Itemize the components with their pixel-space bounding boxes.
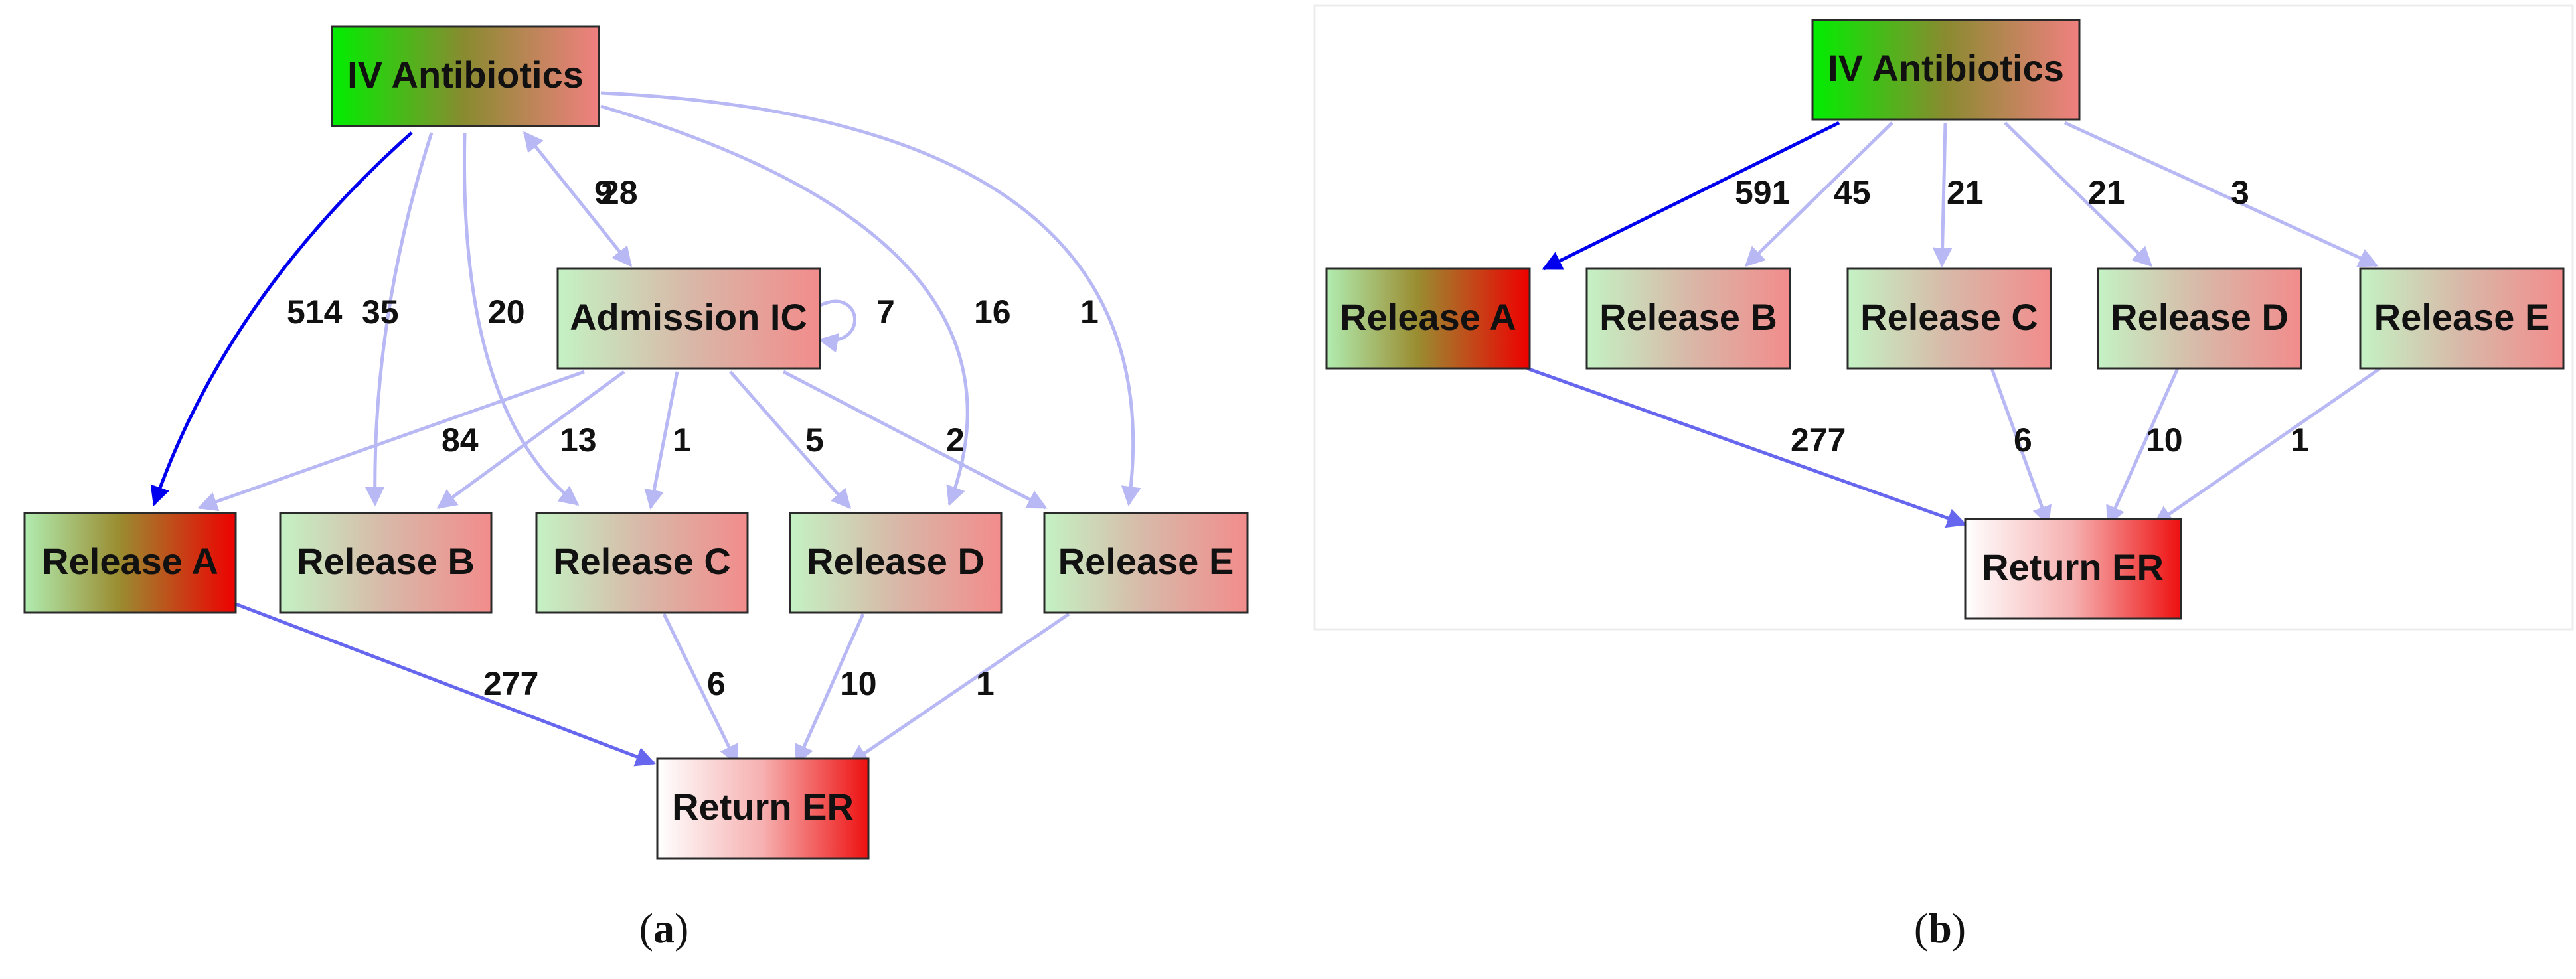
edge-label-iv-rd: 16 [974, 293, 1011, 331]
node-release-c: Release C [535, 512, 749, 614]
node-label: Release D [2111, 296, 2289, 338]
edge-label-adm-iv: 9 [594, 174, 613, 211]
edge-label-iv-ra: 591 [1735, 174, 1790, 211]
edge-label-rc-er: 6 [2014, 421, 2032, 459]
node-iv-antibiotics: IV Antibiotics [1811, 19, 2081, 121]
edge-ra-er [1526, 366, 1967, 528]
edge-label-iv-rd: 21 [2088, 174, 2125, 211]
edge-ra-er [235, 602, 656, 767]
node-label: IV Antibiotics [1828, 47, 2064, 89]
edge-iv-rb [364, 132, 434, 506]
edge-label-adm-rb: 13 [560, 421, 597, 459]
node-release-a: Release A [23, 512, 237, 614]
edge-label-iv-re: 3 [2231, 174, 2249, 211]
node-label: Return ER [1982, 546, 2164, 588]
edge-rd-er [795, 613, 865, 765]
node-label: Release E [2374, 296, 2550, 338]
edge-re-er [2152, 366, 2381, 526]
edge-label-iv-rb: 35 [362, 293, 399, 331]
node-label: Release D [807, 540, 985, 582]
edge-label-iv-re: 1 [1080, 293, 1099, 331]
node-admission-ic: Admission IC [556, 267, 821, 370]
edge-iv-adm [523, 131, 632, 267]
edge-rc-er [1990, 368, 2052, 526]
edge-label-adm-re: 2 [946, 421, 965, 459]
node-iv-antibiotics: IV Antibiotics [331, 25, 600, 127]
edge-adm-rd [729, 370, 851, 510]
edge-label-adm-rc: 1 [673, 421, 691, 459]
edge-iv-rc [463, 132, 580, 506]
node-label: Release A [1340, 296, 1516, 338]
edge-iv-rb [1744, 121, 1893, 267]
edge-iv-rc [1932, 122, 1953, 267]
edge-label-iv-rc: 20 [488, 293, 525, 331]
node-release-a: Release A [1325, 267, 1531, 370]
edge-iv-ra [1542, 121, 1840, 271]
edge-label-rd-er: 10 [840, 665, 877, 702]
node-label: Release E [1058, 540, 1234, 582]
edge-label-adm-self: 7 [876, 293, 895, 331]
node-release-b: Release B [279, 512, 493, 614]
node-label: Release C [1860, 296, 2038, 338]
edge-iv-ra [150, 131, 413, 506]
edge-label-re-er: 1 [976, 665, 995, 702]
edge-adm-re [782, 370, 1048, 510]
node-label: Return ER [672, 786, 854, 828]
node-release-c: Release C [1846, 267, 2052, 370]
edge-adm-ra [197, 370, 585, 512]
node-release-d: Release D [789, 512, 1003, 614]
edge-label-re-er: 1 [2291, 421, 2309, 459]
panel-b: 591 45 21 21 3 277 6 10 1 IV Antibiotics… [1313, 4, 2574, 952]
panel-a: 514 35 20 28 9 7 16 1 84 13 1 5 2 277 6 … [23, 25, 1249, 952]
panel-caption-b: (b) [1914, 905, 1966, 952]
edge-adm-rb [436, 370, 625, 510]
node-label: Release C [553, 540, 731, 582]
edge-label-iv-adm: 28 [601, 174, 638, 211]
node-label: Release B [297, 540, 475, 582]
edge-iv-rd [2004, 121, 2153, 267]
edge-label-adm-rd: 5 [805, 421, 824, 459]
node-label: Admission IC [570, 296, 807, 338]
edge-label-iv-rc: 21 [1947, 174, 1984, 211]
edge-label-iv-rb: 45 [1834, 174, 1871, 211]
node-release-d: Release D [2097, 267, 2302, 370]
node-release-b: Release B [1585, 267, 1791, 370]
edge-iv-rd [600, 104, 969, 506]
edge-iv-re [2063, 121, 2379, 267]
node-release-e: Release E [1043, 512, 1249, 614]
edge-label-rc-er: 6 [707, 665, 726, 702]
node-return-er: Return ER [656, 757, 870, 860]
node-return-er: Return ER [1964, 518, 2182, 620]
edge-label-ra-er: 277 [1791, 421, 1846, 459]
node-label: Release A [42, 540, 218, 582]
edge-rc-er [662, 613, 739, 765]
node-label: IV Antibiotics [347, 54, 584, 96]
edge-adm-rc [644, 371, 679, 510]
edge-adm-self [818, 299, 856, 353]
panel-caption-a: (a) [639, 905, 689, 952]
edge-re-er [848, 612, 1070, 765]
node-label: Release B [1599, 296, 1777, 338]
edge-iv-re [600, 91, 1141, 506]
edge-label-iv-ra: 514 [287, 293, 343, 331]
edge-label-rd-er: 10 [2146, 421, 2183, 459]
edge-label-adm-ra: 84 [442, 421, 479, 459]
edge-rd-er [2106, 367, 2180, 526]
edge-label-ra-er: 277 [483, 665, 538, 702]
node-release-e: Release E [2359, 267, 2565, 370]
